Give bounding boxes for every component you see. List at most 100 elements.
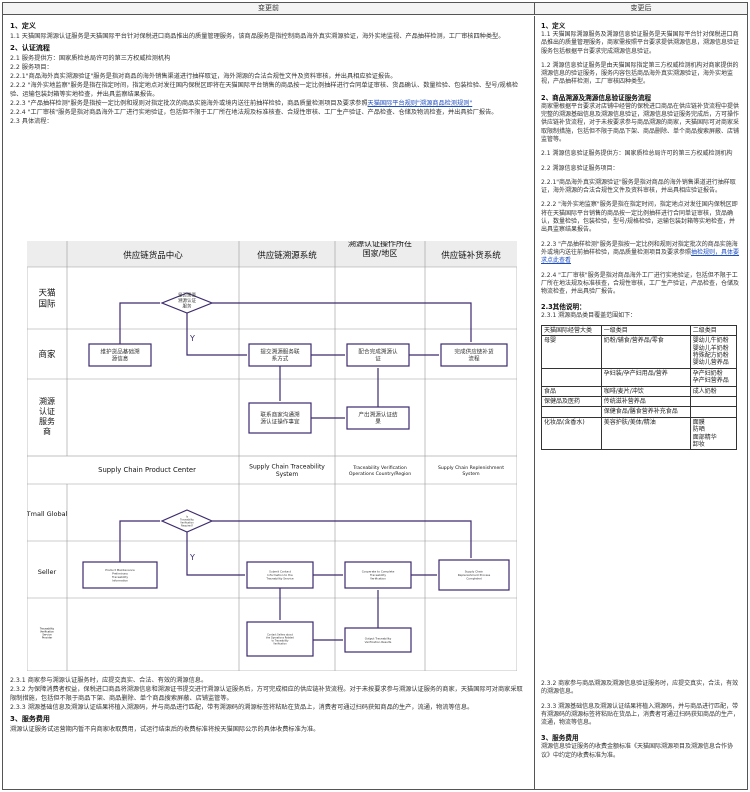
paragraph: 2.2.4 "工厂审核"服务是指对商品海外工厂进行实地验证，包括但不限于工厂所在… [10, 109, 498, 116]
paragraph: 溯源认证服务试运营期内暂不向商家收取费用，试运行结束后的收费标准将按天猫国际公示… [10, 726, 320, 733]
box-text: 产出溯源认证结果 [358, 411, 398, 426]
table-header-cell: 天猫国际经营大类 [541, 324, 602, 337]
table-cell: 孕妇装/孕产妇用品/营养 [600, 367, 691, 387]
table-cell: 婴幼儿牛奶粉 婴幼儿羊奶粉 特殊配方奶粉 婴幼儿营养品 [689, 335, 738, 369]
process-box [440, 343, 508, 367]
paragraph: 2.2.4 "工厂审核"服务是指对商品海外工厂进行实地验证，包括但不限于工厂所在… [541, 271, 740, 296]
flowchart-chinese: 供应链货品中心 供应链溯源系统 溯源认证操作所在国家/地区 供应链补货系统 天猫… [27, 241, 517, 456]
table-row: 保健品及医药传统滋补营养品 [541, 395, 738, 408]
paragraph: 2.2 溯源信息验证服务项目： [541, 164, 619, 172]
table-cell: 孕产妇奶粉 孕产妇营养品 [689, 367, 738, 387]
paragraph: 2.1 服务提供方：国家质检总局许可的第三方权威检测机构 [10, 55, 171, 62]
before-column-header: 变更前 [3, 3, 535, 15]
table-header-row: 天猫国际经营大类 一级类目 二级类目 [541, 324, 738, 337]
table-header-cell: 一级类目 [600, 324, 691, 337]
box-text: 提交溯源服务联系方式 [260, 348, 300, 363]
rules-link[interactable]: 天猫国际平台规则"溯源商品检测规则" [367, 100, 473, 107]
table-row: 食品咖啡/麦片/冲饮成人奶粉 [541, 385, 738, 397]
row-header: Tmall Global [27, 510, 68, 518]
column-header: 供应链溯源系统 [257, 250, 317, 261]
after-column: 1、定义 1.1 天猫国际溯源服务及溯源信息验证服务是天猫国际平台针对保税进口商… [535, 16, 747, 789]
paragraph: 2.3.2 为保障消费者权益，保税进口商品将溯源信息和溯源证书提交进行溯源认证服… [10, 686, 523, 702]
section-title: 3、服务费用 [10, 715, 50, 723]
paragraph: 2.2.1"商品海外真实溯源验证"服务是指对商品的海外销售渠道进行抽样取证，海外… [10, 73, 397, 80]
column-header: 供应链货品中心 [123, 250, 183, 261]
table-cell [689, 406, 738, 418]
row-header: 溯源认证服务商 [39, 396, 55, 436]
section-title: 1、定义 [10, 22, 36, 30]
box-text: 维护货品基础溯源信息 [100, 348, 140, 363]
section-title: 3、服务费用 [541, 734, 579, 743]
paragraph: 2.3.3 溯源基础信息及溯源认证结果将植入溯源码，并与商品进行匹配，带有溯源码… [10, 704, 474, 711]
table-cell: 面膜 防晒 面部精华 卸妆 [689, 416, 738, 451]
row-header: 商家 [38, 349, 56, 360]
paragraph: 溯源信息验证服务的收费金额标准《天猫国际溯源项目及溯源信息合作协议》中约定的收费… [541, 743, 734, 759]
yes-label: Y [189, 334, 195, 343]
table-cell [541, 406, 602, 418]
paragraph: 2.2.3 "产品抽样检测"服务是指按一定比例和规则对指定批次的商品实施海外或境… [541, 241, 741, 266]
paragraph: 2.2.2 "海外实地监察"服务是指在指定时间，指定地点对发往国内保税区即将在天… [10, 82, 519, 98]
category-table: 天猫国际经营大类 一级类目 二级类目 母婴奶粉/辅食/营养品/零食婴幼儿牛奶粉 … [541, 324, 738, 451]
paragraph: 2.3.1 商家参与溯源认证服务时，应提交真实、合法、有效的溯源信息。 [10, 677, 208, 684]
decision-text: 是否需要溯源认证服务 [178, 292, 196, 309]
box-text: 配合完成溯源认证 [358, 348, 398, 363]
table-cell: 成人奶粉 [689, 385, 738, 397]
paragraph-text: 2.2.3 "产品抽样检测"服务是指按一定比例和规则对指定批次的商品实施海外或境… [541, 240, 738, 256]
before-column: 1、定义 1.1 天猫国际溯源认证服务是天猫国际平台针对保税进口商品推出的质量管… [3, 16, 535, 789]
table-row: 化妆品(含香水)美容护肤/美体/精油面膜 防晒 面部精华 卸妆 [541, 416, 738, 451]
table-cell: 美容护肤/美体/精油 [600, 416, 691, 451]
table-cell [541, 367, 602, 387]
paragraph: 2.2.1"商品海外真实溯源验证"服务是指对商品的海外销售渠道进行抽样取证，海外… [541, 178, 736, 195]
paragraph: 2.3.3 溯源基础信息及溯源认证结果将植入溯源码，并与商品进行匹配，带有溯源码… [541, 702, 740, 727]
row-header: 天猫国际 [38, 288, 56, 310]
paragraph: 2.2.3 "产品抽样检测"服务是指按一定比例和规则对指定批次的商品实施海外或境… [10, 99, 527, 108]
yes-label: Y [189, 553, 195, 562]
table-cell: 奶粉/辅食/营养品/零食 [600, 335, 691, 369]
paragraph: 商家需根据平台要求对店铺中经营的保税进口商品在供应链补货流程中提供完整的溯源基础… [541, 102, 740, 143]
box-text: 联系商家沟通溯源认证操作事宜 [260, 411, 300, 426]
sampling-rules-link[interactable]: 抽检规则，具体要求点此查看 [541, 248, 740, 265]
table-row: 母婴奶粉/辅食/营养品/零食婴幼儿牛奶粉 婴幼儿羊奶粉 特殊配方奶粉 婴幼儿营养… [541, 335, 738, 369]
paragraph: 1.1 天猫国际溯源服务及溯源信息验证服务是天猫国际平台针对保税进口商品推出的质… [541, 31, 740, 55]
after-column-header: 变更后 [535, 3, 747, 15]
process-box [438, 559, 510, 591]
box-text: 完成供应链补货流程 [454, 348, 494, 363]
table-cell: 传统滋补营养品 [600, 395, 691, 408]
table-cell: 化妆品(含香水) [541, 416, 602, 451]
paragraph-text: 2.2.3 "产品抽样检测"服务是指按一定比例和规则对指定批次的商品实施海外或境… [10, 100, 368, 107]
bottom-notes: 2.3.2 商家参与商品溯源及溯源信息验证服务时，应提交真实，合法，有效的溯源信… [541, 680, 741, 760]
table-cell [689, 395, 738, 408]
paragraph: 2.2 服务项目： [10, 64, 53, 71]
table-cell: 保健品及医药 [541, 395, 602, 408]
process-box [246, 621, 314, 657]
paragraph: 2.2.2 "海外实地监察"服务是指在指定时间，指定地点对发往国内保税区即将在天… [541, 201, 738, 234]
bottom-notes: 2.3.1 商家参与溯源认证服务时，应提交真实、合法、有效的溯源信息。 2.3.… [10, 676, 527, 734]
paragraph: 1.2 溯源信息验证服务是由天猫国际指定第三方权威检测机构对商家提供的溯源信息的… [541, 61, 739, 86]
paragraph: 2.3.1 溯源商品类目覆盖范围如下： [541, 312, 637, 320]
table-cell: 食品 [541, 385, 602, 397]
table-row: 孕妇装/孕产妇用品/营养孕产妇奶粉 孕产妇营养品 [541, 367, 738, 387]
paragraph: 2.3 具体流程： [10, 118, 53, 125]
section-title: 2.3其他说明： [541, 303, 586, 312]
column-header: 供应链补货系统 [441, 250, 501, 261]
paragraph: 2.1 溯源信息验证服务提供方：国家质检总局许可的第三方权威检测机构 [541, 150, 733, 158]
section-title: 1、定义 [541, 22, 566, 30]
row-header: Seller [38, 568, 57, 576]
section-title: 2、商品溯源及溯源信息验证服务流程 [541, 93, 652, 102]
table-cell: 母婴 [541, 335, 602, 369]
flowchart-english: Supply Chain Product Center Supply Chain… [27, 456, 517, 671]
column-header: Supply Chain Product Center [98, 466, 196, 474]
table-cell: 咖啡/麦片/冲饮 [600, 385, 691, 397]
paragraph: 2.3.2 商家参与商品溯源及溯源信息验证服务时，应提交真实，合法，有效的溯源信… [541, 680, 739, 696]
